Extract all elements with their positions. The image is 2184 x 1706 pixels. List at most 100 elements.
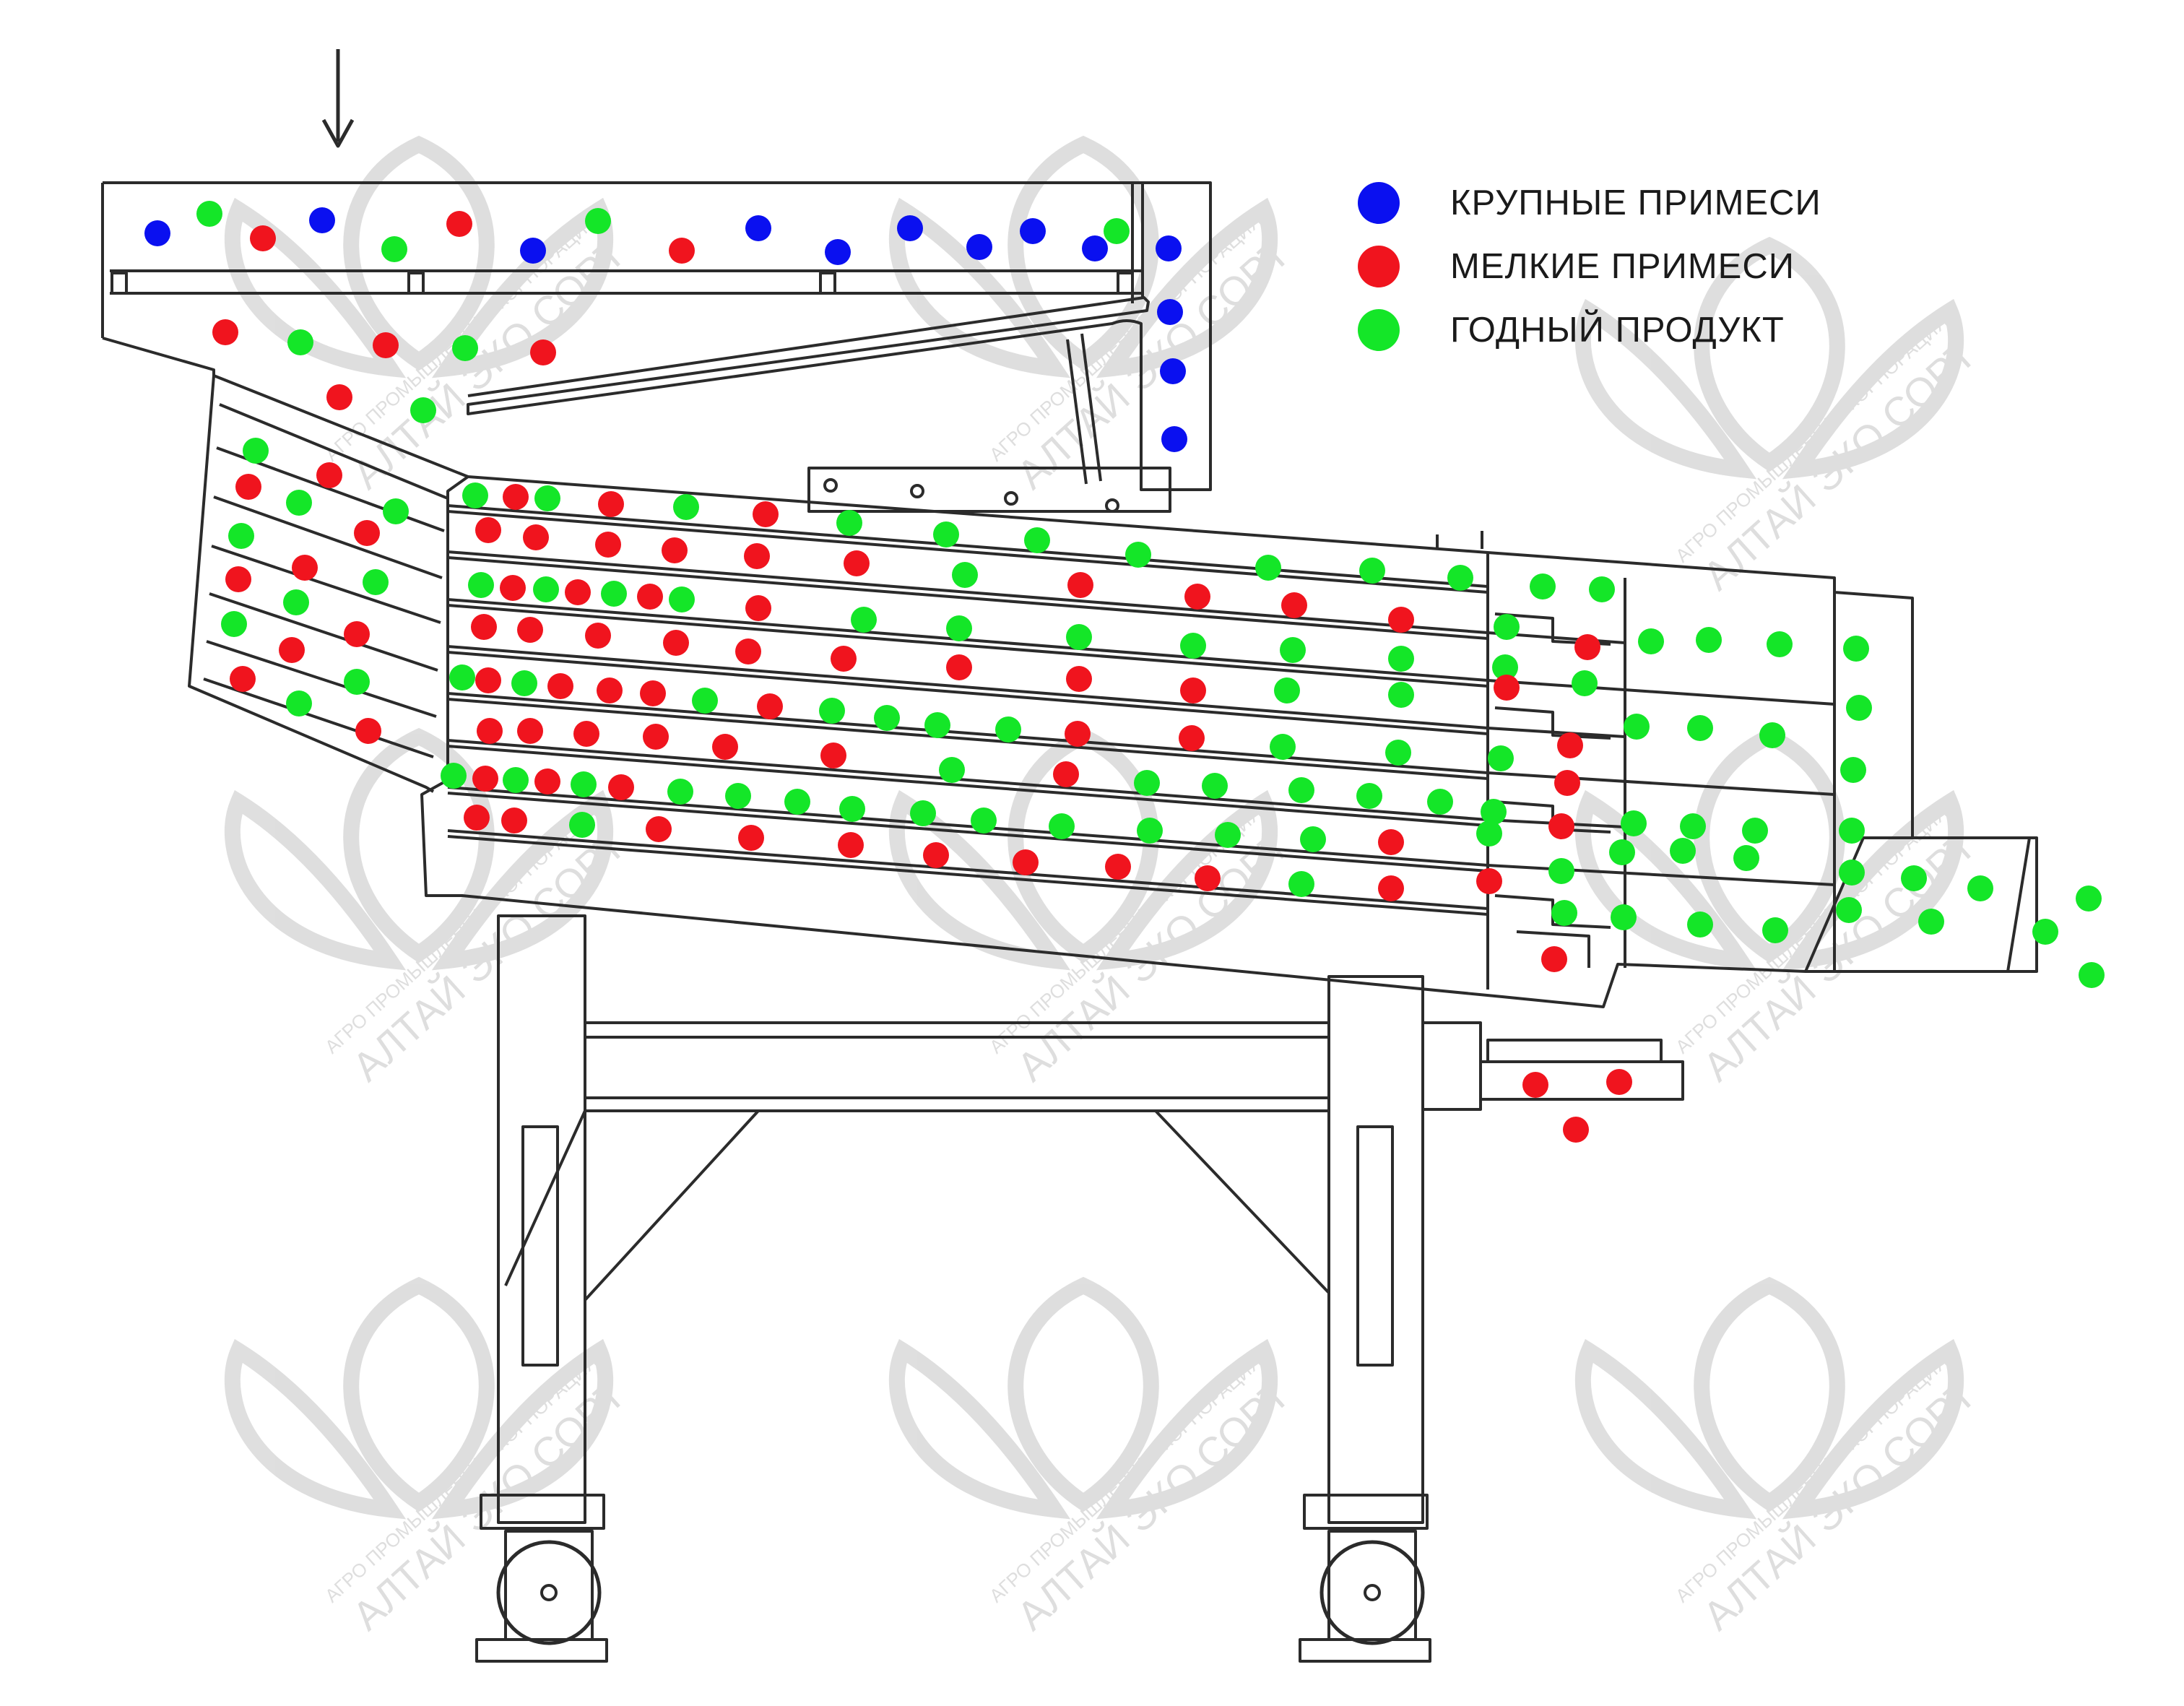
particle-small-impurity — [523, 524, 549, 550]
particle-good-product — [1255, 555, 1281, 581]
particle-good-product — [1288, 871, 1314, 897]
particle-small-impurity — [517, 718, 543, 744]
particle-large-impurity — [520, 238, 546, 264]
particle-small-impurity — [1067, 572, 1093, 598]
particle-good-product — [363, 569, 389, 595]
particle-good-product — [1551, 900, 1577, 926]
particle-good-product — [1840, 757, 1866, 783]
particle-good-product — [1356, 783, 1382, 809]
particle-good-product — [952, 562, 978, 588]
particle-good-product — [283, 589, 309, 615]
particle-good-product — [1427, 789, 1453, 815]
particle-good-product — [971, 807, 997, 833]
particle-small-impurity — [475, 517, 501, 543]
legend-label: МЕЛКИЕ ПРИМЕСИ — [1450, 247, 1795, 286]
particle-good-product — [1680, 813, 1706, 839]
particle-small-impurity — [354, 520, 380, 546]
output-chute — [1912, 836, 2031, 972]
particle-good-product — [1638, 628, 1664, 654]
particle-good-product — [410, 397, 436, 423]
particle-small-impurity — [735, 638, 761, 664]
particle-good-product — [1589, 576, 1615, 602]
particle-good-product — [533, 576, 559, 602]
particle-small-impurity — [292, 555, 318, 581]
particle-good-product — [1670, 838, 1696, 864]
particle-small-impurity — [662, 537, 688, 563]
particle-good-product — [1494, 614, 1520, 640]
particle-small-impurity — [225, 566, 251, 592]
particle-good-product — [1624, 714, 1650, 740]
particle-small-impurity — [565, 579, 591, 605]
particle-good-product — [1839, 860, 1865, 886]
particle-good-product — [1687, 715, 1713, 741]
particle-good-product — [851, 607, 877, 633]
particle-good-product — [1385, 740, 1411, 766]
particle-good-product — [1049, 813, 1075, 839]
particle-good-product — [1492, 654, 1518, 680]
support-frame — [475, 914, 1684, 1663]
particle-good-product — [287, 329, 313, 355]
particle-good-product — [1388, 646, 1414, 672]
particle-good-product — [725, 783, 751, 809]
particle-good-product — [1609, 839, 1635, 865]
particle-good-product — [1621, 810, 1647, 836]
particle-good-product — [2076, 886, 2102, 912]
particle-good-product — [1530, 573, 1556, 599]
legend-dot-red — [1358, 246, 1400, 287]
particle-good-product — [1270, 734, 1296, 760]
particle-small-impurity — [534, 768, 560, 794]
particle-small-impurity — [597, 677, 623, 703]
particle-good-product — [1759, 722, 1785, 748]
particle-good-product — [839, 796, 865, 822]
particle-good-product — [819, 698, 845, 724]
particle-good-product — [692, 688, 718, 714]
particle-good-product — [1611, 904, 1637, 930]
particle-small-impurity — [820, 742, 846, 768]
particle-large-impurity — [1020, 218, 1046, 244]
particle-good-product — [2079, 962, 2105, 988]
particle-large-impurity — [1160, 358, 1186, 384]
particle-small-impurity — [1557, 732, 1583, 758]
particle-good-product — [1839, 818, 1865, 844]
particle-good-product — [511, 670, 537, 696]
particle-small-impurity — [475, 667, 501, 693]
particle-small-impurity — [598, 491, 624, 517]
particle-large-impurity — [1082, 235, 1108, 261]
particle-small-impurity — [646, 816, 672, 842]
particle-small-impurity — [643, 724, 669, 750]
particle-small-impurity — [1494, 675, 1520, 701]
particle-small-impurity — [1105, 854, 1131, 880]
particle-good-product — [995, 716, 1021, 742]
particle-small-impurity — [585, 623, 611, 649]
particle-good-product — [946, 615, 972, 641]
particle-good-product — [1488, 745, 1514, 771]
particle-large-impurity — [1157, 299, 1183, 325]
particle-good-product — [673, 494, 699, 520]
particle-small-impurity — [1378, 829, 1404, 855]
particle-small-impurity — [316, 462, 342, 488]
particle-small-impurity — [1563, 1117, 1589, 1143]
particle-good-product — [910, 800, 936, 826]
particle-good-product — [1742, 818, 1768, 844]
particle-good-product — [1300, 826, 1326, 852]
particle-small-impurity — [1522, 1072, 1548, 1098]
particle-good-product — [667, 779, 693, 805]
particle-small-impurity — [1013, 849, 1039, 875]
particle-small-impurity — [844, 550, 870, 576]
particle-small-impurity — [1606, 1069, 1632, 1095]
particle-small-impurity — [471, 614, 497, 640]
particle-small-impurity — [235, 474, 261, 500]
particle-good-product — [836, 510, 862, 536]
legend-dot-green — [1358, 309, 1400, 351]
particle-good-product — [221, 611, 247, 637]
particle-good-product — [939, 757, 965, 783]
particle-small-impurity — [838, 832, 864, 858]
particle-small-impurity — [530, 339, 556, 365]
particle-good-product — [1359, 558, 1385, 584]
